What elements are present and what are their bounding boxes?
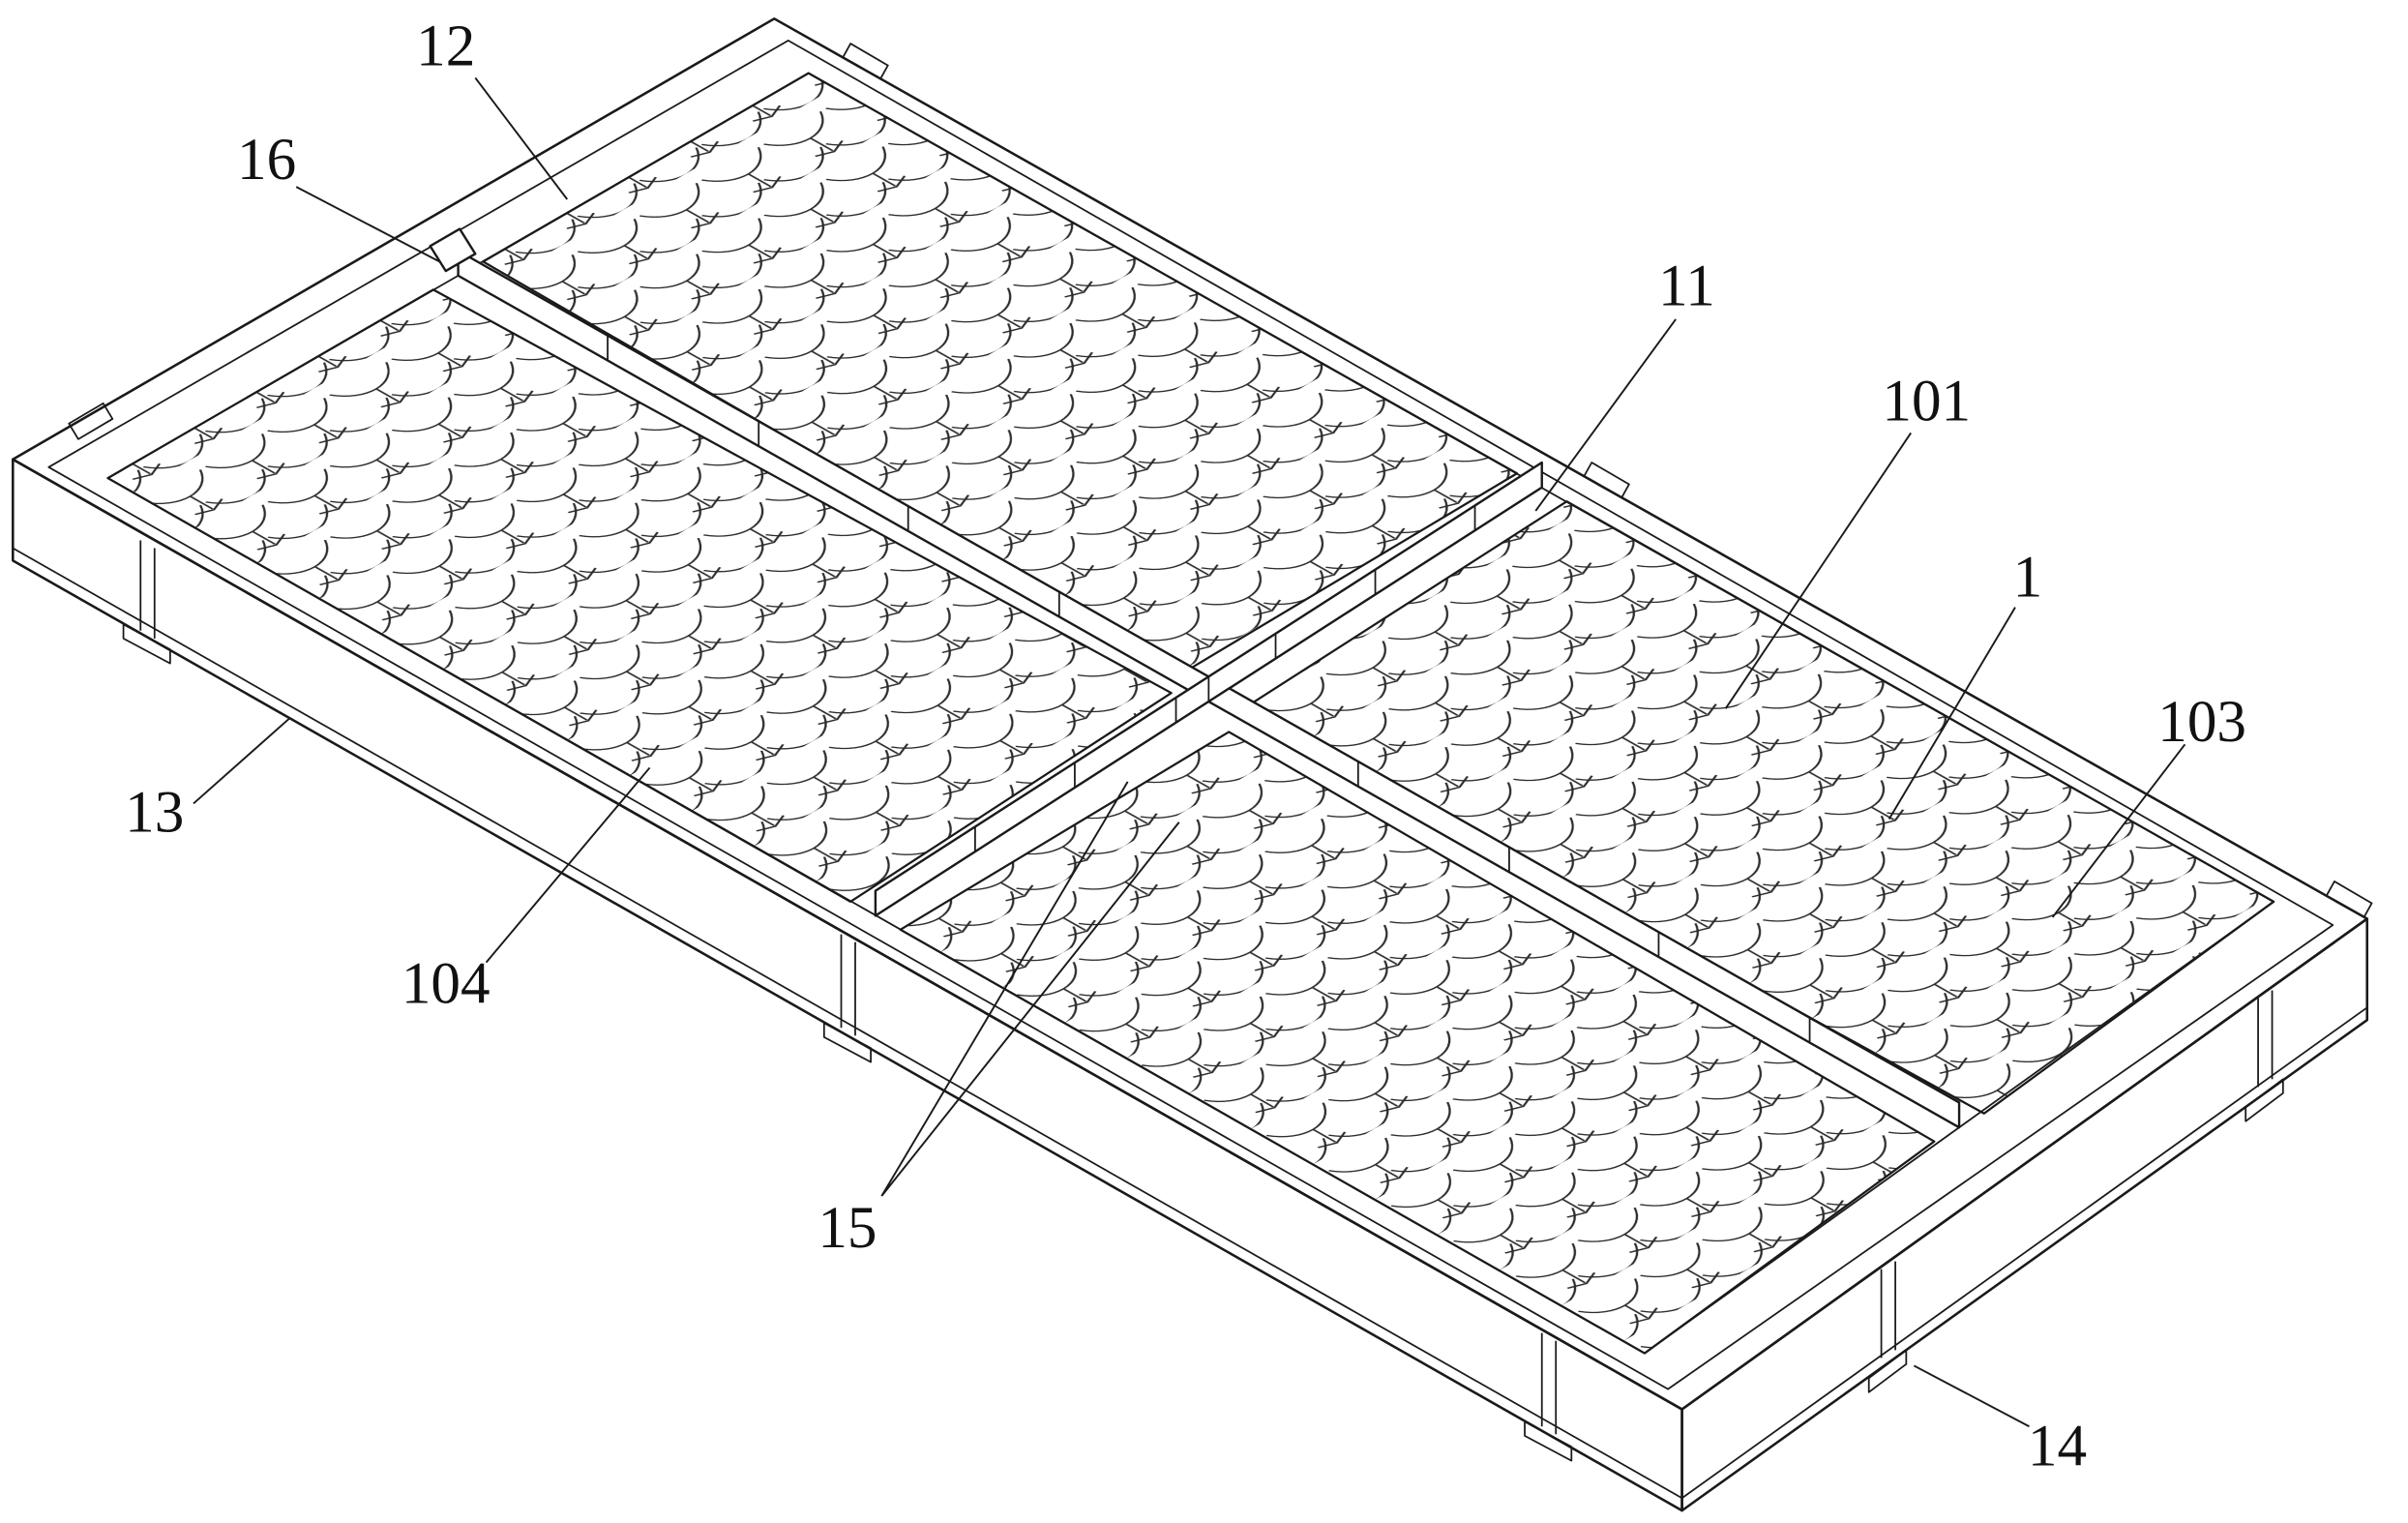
wall-grooves-right bbox=[1880, 990, 2274, 1359]
side-wall-left-seam bbox=[12, 547, 1683, 1500]
label-103: 103 bbox=[2157, 690, 2246, 755]
quadrant-left-texture bbox=[106, 288, 1173, 903]
leader-103 bbox=[2051, 743, 2186, 918]
leader-lines bbox=[193, 76, 2186, 1428]
leader-14 bbox=[1913, 1364, 2030, 1428]
rim-step-left bbox=[68, 402, 114, 440]
side-wall-right-seam bbox=[1681, 1006, 2368, 1499]
divider-end-clamp bbox=[429, 227, 477, 273]
label-12: 12 bbox=[416, 15, 475, 79]
label-14: 14 bbox=[2028, 1414, 2087, 1478]
leader-12 bbox=[474, 76, 569, 200]
leader-15a bbox=[880, 781, 1129, 1197]
label-15: 15 bbox=[818, 1196, 877, 1261]
divider-cross-slots bbox=[974, 506, 1476, 852]
leader-15b bbox=[880, 821, 1180, 1197]
rim-tab-3 bbox=[2326, 881, 2373, 918]
leader-101 bbox=[1724, 432, 1912, 709]
rim-details bbox=[68, 43, 2373, 1462]
side-wall-right bbox=[1680, 917, 2369, 1512]
rim-tab-2 bbox=[1583, 462, 1630, 499]
leader-104 bbox=[485, 766, 651, 964]
leader-13 bbox=[193, 717, 291, 805]
rim-tab-1 bbox=[842, 43, 889, 80]
label-104: 104 bbox=[401, 951, 491, 1016]
reference-labels: 12 16 11 101 1 103 13 104 15 14 bbox=[125, 15, 2246, 1479]
label-1: 1 bbox=[2013, 545, 2043, 610]
label-16: 16 bbox=[237, 128, 296, 193]
leader-1 bbox=[1888, 607, 2016, 821]
label-11: 11 bbox=[1658, 254, 1715, 318]
leader-11 bbox=[1534, 318, 1677, 512]
quadrant-right-texture bbox=[1244, 500, 2275, 1115]
wall-grooves-left bbox=[139, 540, 1558, 1435]
texture-quadrants bbox=[106, 72, 2275, 1355]
divider-long-slots bbox=[607, 336, 1811, 1042]
feet-right-wall bbox=[1867, 1078, 2284, 1393]
label-101: 101 bbox=[1882, 370, 1971, 434]
leader-16 bbox=[295, 186, 440, 263]
quadrant-bottom-texture bbox=[899, 731, 1936, 1355]
feet-left-wall bbox=[122, 623, 1573, 1462]
rim-inner-edge bbox=[47, 39, 2334, 1390]
label-13: 13 bbox=[125, 780, 184, 845]
divider-walls bbox=[429, 227, 1961, 1129]
